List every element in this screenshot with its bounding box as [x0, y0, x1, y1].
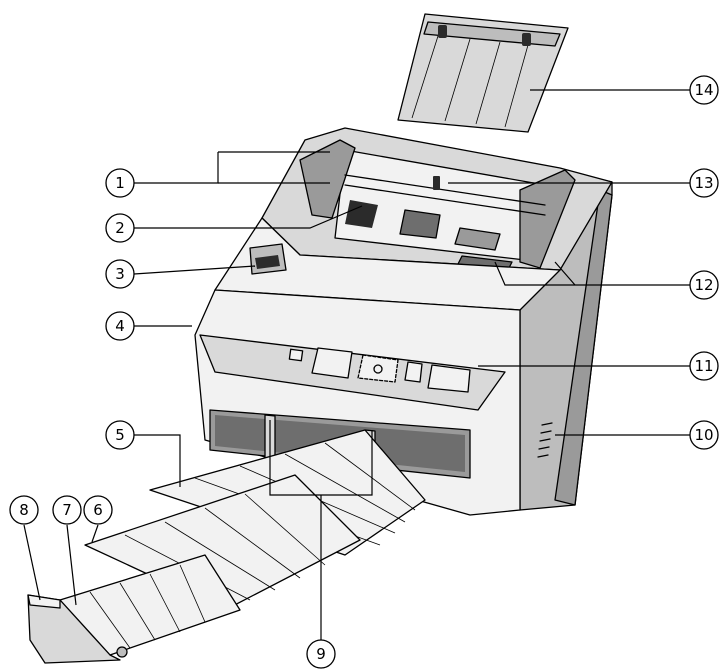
callout-13: 13 — [689, 168, 719, 198]
callout-1: 1 — [105, 168, 135, 198]
svg-text:3: 3 — [115, 265, 125, 283]
callout-14: 14 — [689, 75, 719, 105]
svg-text:10: 10 — [694, 426, 713, 444]
svg-text:7: 7 — [62, 501, 72, 519]
callout-10: 10 — [689, 420, 719, 450]
callout-5: 5 — [105, 420, 135, 450]
paper-chute-extension — [397, 13, 569, 133]
callout-9: 9 — [306, 639, 336, 669]
svg-text:6: 6 — [93, 501, 103, 519]
control-panel — [199, 334, 506, 411]
svg-text:2: 2 — [115, 219, 125, 237]
exit-tray — [27, 429, 426, 664]
scanner-body — [194, 127, 613, 516]
svg-text:11: 11 — [694, 357, 713, 375]
callout-2: 2 — [105, 213, 135, 243]
svg-text:12: 12 — [694, 276, 713, 294]
svg-text:9: 9 — [316, 645, 326, 663]
ventilation-slots — [537, 422, 553, 458]
callout-11: 11 — [689, 351, 719, 381]
callout-6: 6 — [83, 495, 113, 525]
svg-text:14: 14 — [694, 81, 713, 99]
callout-7: 7 — [52, 495, 82, 525]
callout-3: 3 — [105, 259, 135, 289]
svg-text:4: 4 — [115, 317, 125, 335]
svg-text:1: 1 — [115, 174, 125, 192]
callout-8: 8 — [9, 495, 39, 525]
callout-12: 12 — [689, 270, 719, 300]
svg-text:5: 5 — [115, 426, 125, 444]
leader-lines — [23, 89, 690, 640]
svg-text:13: 13 — [694, 174, 713, 192]
callout-4: 4 — [105, 311, 135, 341]
svg-text:8: 8 — [19, 501, 29, 519]
